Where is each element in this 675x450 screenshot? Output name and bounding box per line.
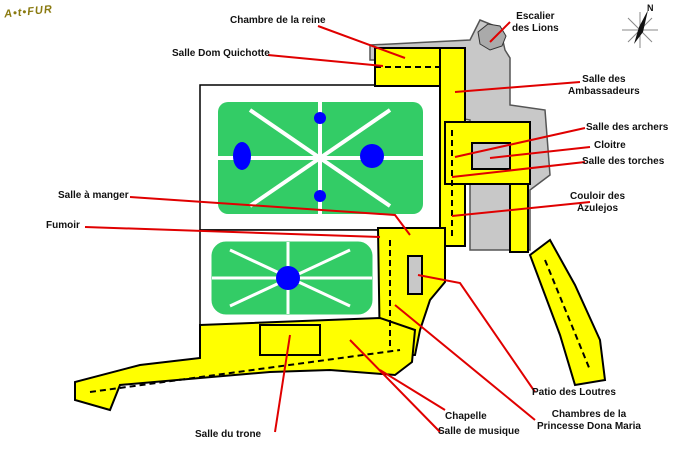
fountain <box>276 266 300 290</box>
label-salle-des-torches: Salle des torches <box>582 156 665 167</box>
azulejos-east <box>509 183 529 253</box>
fountain <box>360 144 384 168</box>
label-salle-des-archers: Salle des archers <box>586 122 669 133</box>
label-salle-de-musique: Salle de musique <box>438 426 520 437</box>
fountain <box>314 112 326 124</box>
label-salle-dom-quichotte: Salle Dom Quichotte <box>172 48 270 59</box>
escalier-des-lions-shape <box>477 23 507 51</box>
label-line: Princesse Dona Maria <box>537 421 641 432</box>
label-cloitre: Cloitre <box>594 140 626 151</box>
fountain <box>233 142 251 170</box>
label-patio-des-loutres: Patio des Loutres <box>532 387 616 398</box>
label-chapelle: Chapelle <box>445 411 487 422</box>
label-fumoir: Fumoir <box>46 220 80 231</box>
label-line: Couloir des <box>570 191 626 202</box>
label-line: Ambassadeurs <box>568 86 640 97</box>
label-line: Salle des <box>582 74 626 85</box>
label-salle-a-manger: Salle à manger <box>58 190 129 201</box>
label-line: Azulejos <box>576 203 619 214</box>
label-chambre-de-la-reine: Chambre de la reine <box>230 15 326 26</box>
fountain <box>314 190 326 202</box>
southeast-arm <box>528 238 607 387</box>
label-line: des Lions <box>512 23 559 34</box>
compass-rose-icon <box>622 10 658 48</box>
compass-north-label: N <box>647 3 654 13</box>
label-salle-du-trone: Salle du trone <box>195 429 262 440</box>
label-line: Escalier <box>516 11 555 22</box>
south-wing <box>74 316 417 412</box>
label-line: Chambres de la <box>551 409 627 420</box>
leader-lines <box>84 21 591 433</box>
